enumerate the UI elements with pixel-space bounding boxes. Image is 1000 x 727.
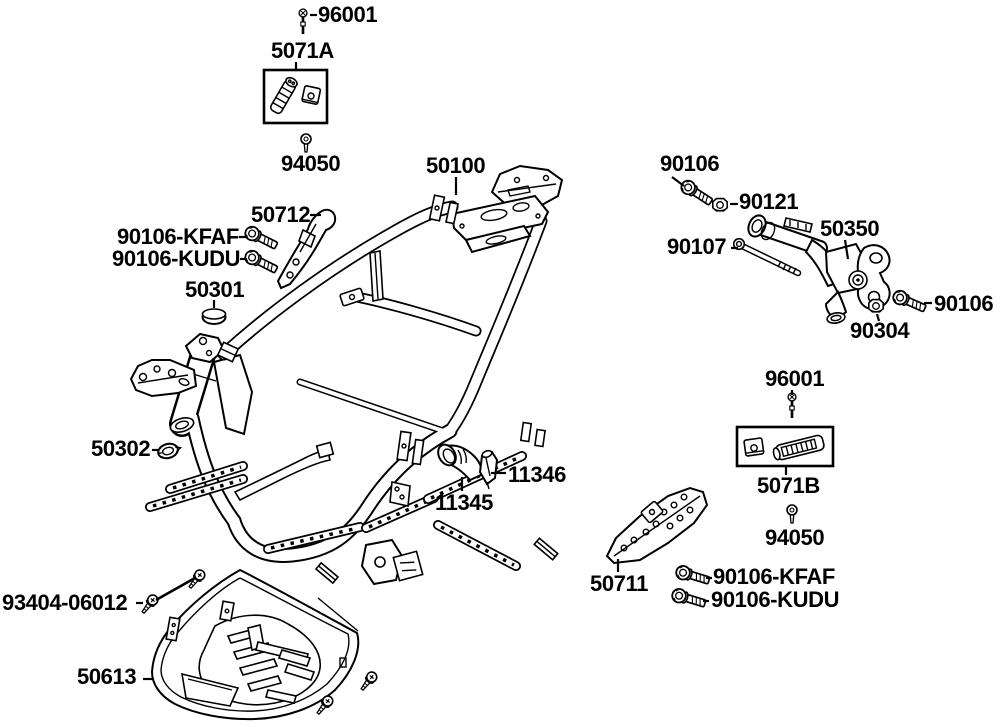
step-bracket-50711-drawing — [605, 486, 709, 565]
screw-93404-icon-a — [138, 592, 161, 617]
bolt-90106-kudu-bottom-icon — [669, 586, 708, 612]
bolt-90107-drawing — [732, 237, 802, 277]
part-label-90106-kudu-left: 90106-KUDU — [112, 246, 241, 271]
part-label-90106-right: 90106 — [934, 291, 994, 316]
part-label-5071b: 5071B — [757, 473, 820, 498]
bolt-90106-kfaf-left-icon — [242, 223, 281, 253]
part-label-90106-kudu-bottom: 90106-KUDU — [711, 587, 840, 612]
part-label-94050-top: 94050 — [281, 151, 341, 176]
part-label-11346: 11346 — [508, 462, 566, 487]
bolt-90106-kfaf-bottom-icon — [673, 563, 712, 589]
part-label-50613: 50613 — [77, 664, 137, 689]
part-label-50100: 50100 — [426, 153, 486, 178]
under-cover-50613-drawing — [150, 568, 360, 721]
nut-90121-icon — [711, 197, 729, 212]
plug-11345-drawing — [437, 443, 483, 482]
stay-bracket-50712-drawing — [276, 208, 337, 290]
part-label-50301: 50301 — [185, 277, 245, 302]
footrest-kit-a-drawing — [262, 68, 329, 125]
screw-93404-icon-b — [185, 567, 208, 592]
screw-96001-right-icon — [786, 391, 798, 420]
part-label-11345: 11345 — [435, 490, 493, 515]
screw-94050-right-icon — [786, 504, 798, 524]
part-label-90106-top-right: 90106 — [660, 151, 720, 176]
part-label-96001-top: 96001 — [318, 2, 378, 27]
part-label-96001-right: 96001 — [765, 366, 825, 391]
footrest-kit-b-drawing — [735, 425, 835, 468]
screw-94050-top-icon — [300, 133, 312, 153]
part-label-90106-kfaf-left: 90106-KFAF — [117, 224, 239, 249]
bolt-90106-top-right-icon — [677, 177, 716, 209]
nut-90304-icon — [867, 298, 885, 313]
bolt-90106-right-icon — [890, 287, 929, 316]
part-label-93404-06012: 93404-06012 — [2, 590, 128, 615]
part-label-94050-right: 94050 — [765, 525, 825, 550]
part-label-50712: 50712 — [251, 202, 311, 227]
part-label-5071a: 5071A — [271, 38, 334, 63]
part-label-50350: 50350 — [820, 216, 880, 241]
leader-lines — [136, 13, 932, 681]
frame-body-drawing — [129, 164, 564, 586]
part-label-90121: 90121 — [739, 189, 799, 214]
engine-hanger-50350-drawing — [747, 214, 891, 324]
part-label-50711: 50711 — [590, 571, 648, 596]
clip-11346-drawing — [478, 449, 499, 490]
cover-screw-icon-a — [357, 669, 380, 694]
grommet-50302-drawing — [157, 442, 183, 460]
part-label-90304: 90304 — [850, 318, 910, 343]
bolt-90106-kudu-left-icon — [242, 247, 281, 277]
part-label-50302: 50302 — [91, 436, 151, 461]
part-label-90106-kfaf-bottom: 90106-KFAF — [713, 564, 835, 589]
screw-96001-top-icon — [297, 7, 309, 36]
part-label-90107: 90107 — [667, 234, 727, 259]
grommet-50301-drawing — [201, 308, 227, 325]
